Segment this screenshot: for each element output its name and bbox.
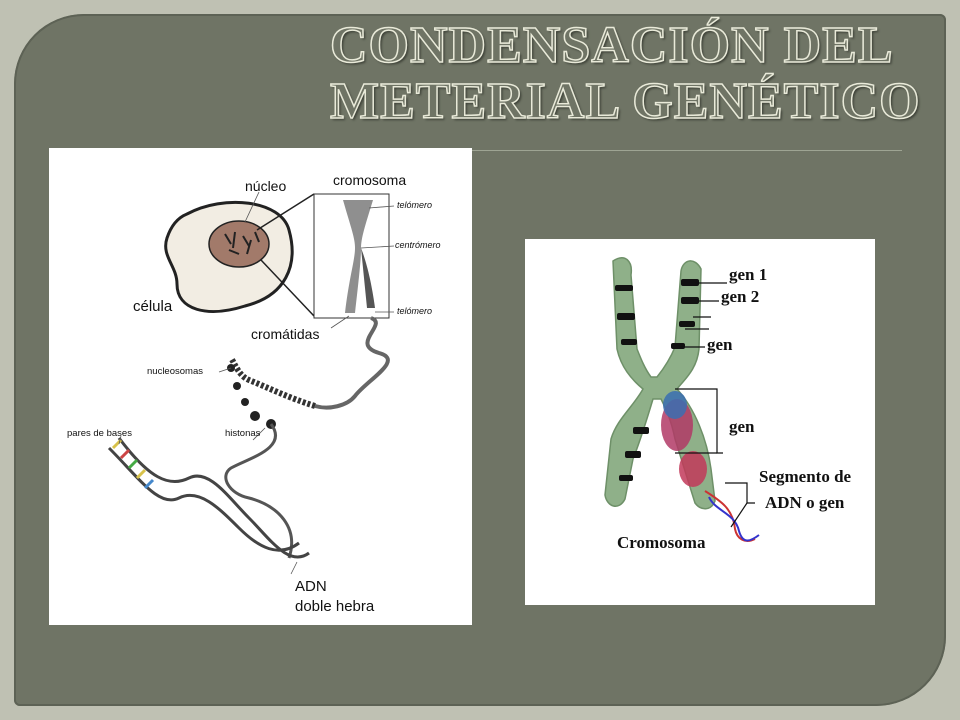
label-telomero-bottom: telómero [397, 306, 433, 316]
title-line-1: CONDENSACIÓN DEL [329, 17, 894, 75]
label-segmento-line1: Segmento de [759, 467, 852, 486]
slide-title: CONDENSACIÓN DEL METERIAL GENÉTICO [329, 17, 950, 131]
left-diagram-image: núcleo cromosoma telómero centrómero cél… [49, 148, 472, 625]
nucleus-chromosomes [224, 231, 260, 255]
title-rule [470, 150, 902, 151]
label-cromosoma-right: Cromosoma [617, 533, 706, 552]
nucleosome-beads [227, 364, 276, 429]
chromosome-grey [343, 200, 373, 313]
label-pares-de-bases: pares de bases [67, 428, 132, 439]
label-celula: célula [133, 298, 173, 315]
label-adn: ADN [295, 578, 327, 595]
chromosome-genes-illustration [604, 257, 760, 542]
right-diagram-image: gen 1 gen 2 gen gen Segmento de ADN o ge… [525, 239, 875, 605]
label-gen-a: gen [707, 335, 733, 354]
label-telomero-top: telómero [397, 200, 433, 210]
label-gen-b: gen [729, 417, 755, 436]
label-cromosoma: cromosoma [333, 172, 407, 188]
label-cromatidas: cromátidas [251, 326, 320, 342]
label-histonas: histonas [225, 428, 261, 439]
nucleus-shape [208, 220, 270, 268]
base-pairs [111, 438, 155, 490]
label-nucleo: núcleo [245, 178, 287, 194]
gene-leader-lines [675, 282, 755, 528]
chromosome-shape [604, 257, 716, 510]
label-centromero: centrómero [395, 240, 441, 250]
title-line-2: METERIAL GENÉTICO [329, 73, 921, 131]
chromosome-bands [615, 279, 699, 481]
label-gen-1: gen 1 [729, 265, 768, 284]
label-doble-hebra: doble hebra [295, 598, 375, 615]
label-segmento-line2: ADN o gen [765, 493, 845, 512]
dna-condensation-illustration [107, 191, 395, 575]
label-nucleosomas: nucleosomas [147, 366, 203, 377]
label-gen-2: gen 2 [721, 287, 760, 306]
